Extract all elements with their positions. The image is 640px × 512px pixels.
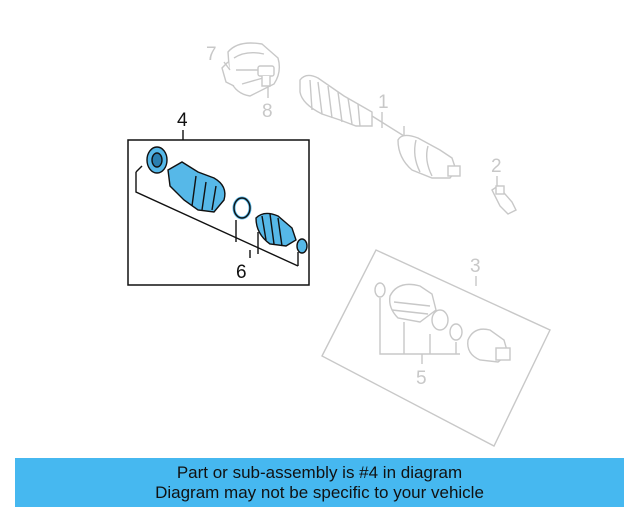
part-4-subassembly[interactable] [127, 130, 310, 286]
callout-6: 6 [236, 262, 247, 283]
callout-7: 7 [206, 44, 217, 65]
banner-line-2: Diagram may not be specific to your vehi… [155, 482, 484, 502]
cv-joint [167, 161, 226, 213]
callout-3: 3 [470, 256, 481, 277]
part-8-bolt[interactable] [257, 65, 275, 87]
part-3-assembly-box[interactable] [321, 249, 551, 447]
small-clamp [296, 238, 308, 254]
callout-1: 1 [378, 92, 389, 113]
callout-5: 5 [416, 368, 427, 389]
banner-line-1: Part or sub-assembly is #4 in diagram [176, 462, 463, 482]
callout-2: 2 [491, 156, 502, 177]
part-4-box [127, 139, 310, 286]
callout-4: 4 [177, 110, 188, 131]
info-banner: Part or sub-assembly is #4 in diagram Di… [15, 458, 624, 507]
ghost-parts [221, 42, 551, 447]
part-1-axle-shaft[interactable] [299, 74, 461, 179]
callout-8: 8 [262, 101, 273, 122]
part-2-bolt[interactable] [491, 185, 517, 215]
